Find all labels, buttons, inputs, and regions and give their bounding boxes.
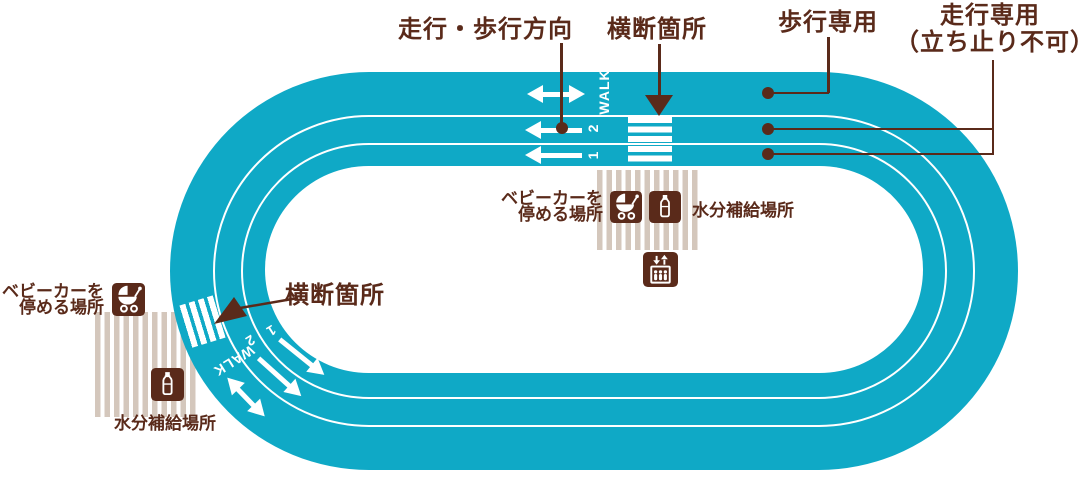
connector-line [770,152,992,155]
connector-line [770,127,992,130]
stroller-label-line2: 停める場所 [518,205,603,224]
track-point-dot [762,87,774,99]
left-arrow-icon [525,146,585,164]
stroller-parking-label-left: ベビーカーを 停める場所 [0,282,104,317]
stroller-label-line2: 停める場所 [19,298,104,317]
lane-divider-walk-2 [213,115,975,427]
stroller-label-line1: ベビーカーを [501,189,603,208]
run-only-label: 走行専用 （立ち止り不可） [895,2,1085,56]
connector-line [770,91,829,94]
stroller-label-line1: ベビーカーを [2,282,104,301]
water-station-label-left: 水分補給場所 [114,414,216,433]
water-bottle-icon [151,368,184,401]
stroller-icon [610,191,642,223]
diagonal-arrow-pointer-icon [214,296,299,324]
walk-only-label: 歩行専用 [778,9,878,36]
left-arrow-icon [525,121,585,139]
crosswalk-stripes-top [628,117,672,165]
down-arrow-pointer-icon [645,95,673,116]
lane1-number-top: 1 [585,150,601,160]
track-point-dot [762,123,774,135]
track-point-dot [762,148,774,160]
pointer-shaft [657,44,661,97]
lane-divider-2-1 [241,143,947,399]
stroller-icon [112,283,145,316]
run-only-label-line1: 走行専用 [940,2,1040,29]
connector-line [560,43,563,128]
crossing-label-bottom: 横断箇所 [285,282,385,309]
direction-label: 走行・歩行方向 [398,16,573,43]
elevator-icon [643,252,678,287]
water-bottle-icon [649,191,681,223]
run-only-label-line2: （立ち止り不可） [895,29,1085,56]
connector-line [827,37,830,93]
track-point-dot [556,122,568,134]
stroller-parking-label-center: ベビーカーを 停める場所 [455,189,603,224]
two-way-arrow-icon [527,85,585,103]
lane2-number-top: 2 [585,123,601,133]
crossing-label-top: 横断箇所 [607,16,707,43]
walk-lane-text-top: WALK [596,69,612,115]
track-infield [265,166,923,373]
water-station-label-center: 水分補給場所 [692,201,794,220]
connector-line [991,60,994,155]
